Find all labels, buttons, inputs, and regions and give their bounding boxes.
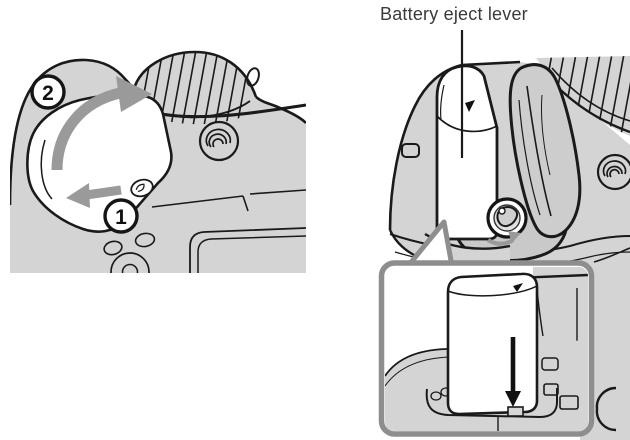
step-2-number: 2 bbox=[42, 82, 54, 105]
grip-contour bbox=[595, 386, 617, 432]
step-2-badge: 2 bbox=[30, 74, 66, 110]
cover-latch-keeper bbox=[401, 143, 420, 158]
inset-content bbox=[385, 267, 588, 431]
step-1-badge: 1 bbox=[103, 198, 139, 234]
tripod-socket-right-icon bbox=[596, 153, 630, 191]
eject-lever-arrow-icon bbox=[486, 231, 521, 246]
inset-battery bbox=[446, 272, 539, 417]
cover-open-knob-icon bbox=[130, 178, 154, 198]
tripod-socket-icon bbox=[198, 120, 240, 162]
inset-callout bbox=[378, 219, 595, 437]
open-battery-cover-flap bbox=[508, 63, 582, 239]
rear-buttons bbox=[103, 232, 156, 273]
battery-eject-lever bbox=[486, 197, 528, 239]
battery-orientation-mark-icon bbox=[465, 100, 475, 112]
camera-back-edge bbox=[151, 189, 306, 273]
insert-battery-illustration bbox=[388, 30, 630, 440]
lens-barrel-hatch-icon bbox=[137, 52, 252, 125]
step-1-number: 1 bbox=[115, 206, 127, 229]
battery-eject-lever-label: Battery eject lever bbox=[380, 4, 528, 24]
open-cover-arrow-icon bbox=[51, 76, 152, 171]
strap-lug-icon bbox=[246, 67, 260, 87]
insert-battery-arrow-icon bbox=[505, 337, 521, 407]
open-battery-cover-illustration: 2 1 bbox=[10, 50, 306, 273]
inset-battery-orientation-mark-icon bbox=[513, 283, 523, 292]
slide-cover-arrow-icon bbox=[66, 183, 122, 208]
